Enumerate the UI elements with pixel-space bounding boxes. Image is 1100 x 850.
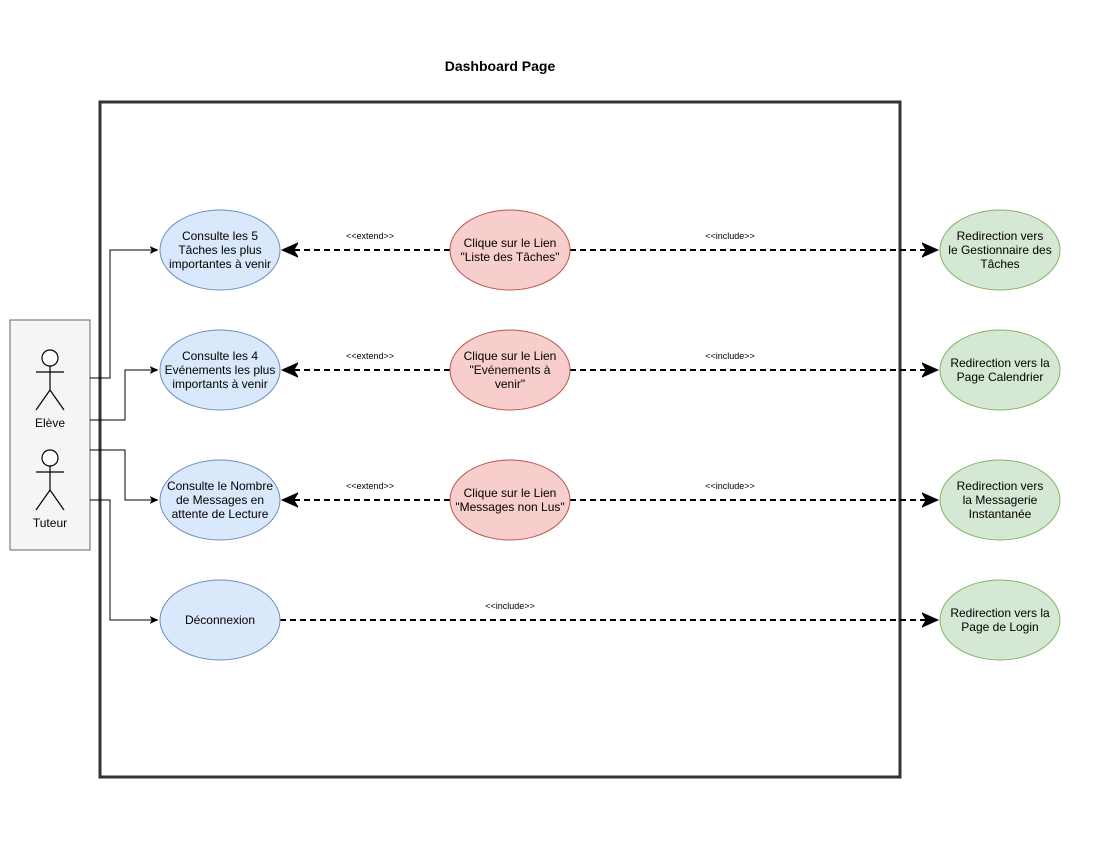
uc-redir-taches-label-line: Redirection vers (957, 229, 1044, 243)
association-taches (90, 250, 158, 379)
uc-evenements-label-line: Evénements les plus (165, 363, 276, 377)
uc-lien-taches-label-line: "Liste des Tâches" (460, 250, 559, 264)
uc-lien-messages-label-line: Clique sur le Lien (464, 486, 557, 500)
actor-eleve-head (41, 349, 59, 367)
uc-lien-taches-ellipse (449, 209, 571, 291)
uc-messages-label-line: de Messages en (176, 493, 264, 507)
uc-lien-evenements-label-line: venir" (495, 377, 525, 391)
actor-tuteur[interactable] (35, 449, 65, 511)
uc-redir-login-label-line: Page de Login (961, 620, 1038, 634)
uc-redir-calendrier-ellipse (939, 329, 1061, 411)
uc-lien-messages[interactable]: Clique sur le Lien"Messages non Lus" (449, 459, 571, 541)
uc-taches-label-line: importantes à venir (169, 257, 271, 271)
actor-eleve-right-leg (49, 389, 65, 411)
uc-messages-label-line: attente de Lecture (172, 507, 269, 521)
system-boundary (98, 100, 902, 779)
uc-redir-calendrier-label-line: Page Calendrier (957, 370, 1044, 384)
actor-tuteur-right-leg (49, 489, 65, 511)
uc-lien-messages-label-line: "Messages non Lus" (455, 500, 564, 514)
stereotype-label: <<include>> (705, 231, 755, 241)
uc-redir-messagerie-ellipse (939, 459, 1061, 541)
uc-redir-messagerie-label-line: Redirection vers (957, 479, 1044, 493)
uc-lien-evenements-label-line: "Evénements à (470, 363, 551, 377)
uc-lien-evenements-ellipse (449, 329, 571, 411)
actor-eleve-label: Elève (35, 416, 65, 430)
uc-evenements-label-line: Consulte les 4 (182, 349, 258, 363)
uc-deconnexion[interactable]: Déconnexion (159, 579, 281, 661)
actor-tuteur-head (41, 449, 59, 467)
uc-redir-login-label-line: Redirection vers la (950, 606, 1050, 620)
uc-messages-ellipse (159, 459, 281, 541)
uc-redir-calendrier-label-line: Redirection vers la (950, 356, 1050, 370)
diagram-title: Dashboard Page (445, 58, 556, 74)
uc-taches-label-line: Consulte les 5 (182, 229, 258, 243)
stereotype-label: <<include>> (705, 351, 755, 361)
uc-redir-messagerie-label-line: Instantanée (969, 507, 1032, 521)
uc-lien-taches[interactable]: Clique sur le Lien"Liste des Tâches" (449, 209, 571, 291)
stereotype-label: <<extend>> (346, 481, 394, 491)
actor-eleve[interactable] (35, 349, 65, 411)
association-deconnexion (90, 499, 158, 620)
uc-taches-label-line: Tâches les plus (178, 243, 261, 257)
uc-deconnexion-ellipse (159, 579, 281, 661)
stereotype-label: <<extend>> (346, 231, 394, 241)
uc-deconnexion-label-line: Déconnexion (185, 613, 255, 627)
uc-redir-taches-label-line: le Gestionnaire des (948, 243, 1051, 257)
actor-tuteur-label: Tuteur (33, 516, 67, 530)
association-evenements (90, 370, 158, 421)
stereotype-label: <<extend>> (346, 351, 394, 361)
uc-evenements-label-line: importants à venir (172, 377, 267, 391)
uc-redir-login-ellipse (939, 579, 1061, 661)
actor-tuteur-left-leg (35, 489, 51, 511)
uc-redir-taches-label-line: Tâches (980, 257, 1019, 271)
uc-lien-messages-ellipse (449, 459, 571, 541)
actor-eleve-left-leg (35, 389, 51, 411)
uc-lien-evenements-label-line: Clique sur le Lien (464, 349, 557, 363)
uc-redir-taches-ellipse (939, 209, 1061, 291)
uc-taches-ellipse (159, 209, 281, 291)
uc-lien-taches-label-line: Clique sur le Lien (464, 236, 557, 250)
association-messages (90, 449, 158, 500)
stereotype-label: <<include>> (705, 481, 755, 491)
stereotype-label: <<include>> (485, 601, 535, 611)
uc-messages-label-line: Consulte le Nombre (167, 479, 273, 493)
uc-redir-messagerie-label-line: la Messagerie (963, 493, 1038, 507)
uc-evenements-ellipse (159, 329, 281, 411)
